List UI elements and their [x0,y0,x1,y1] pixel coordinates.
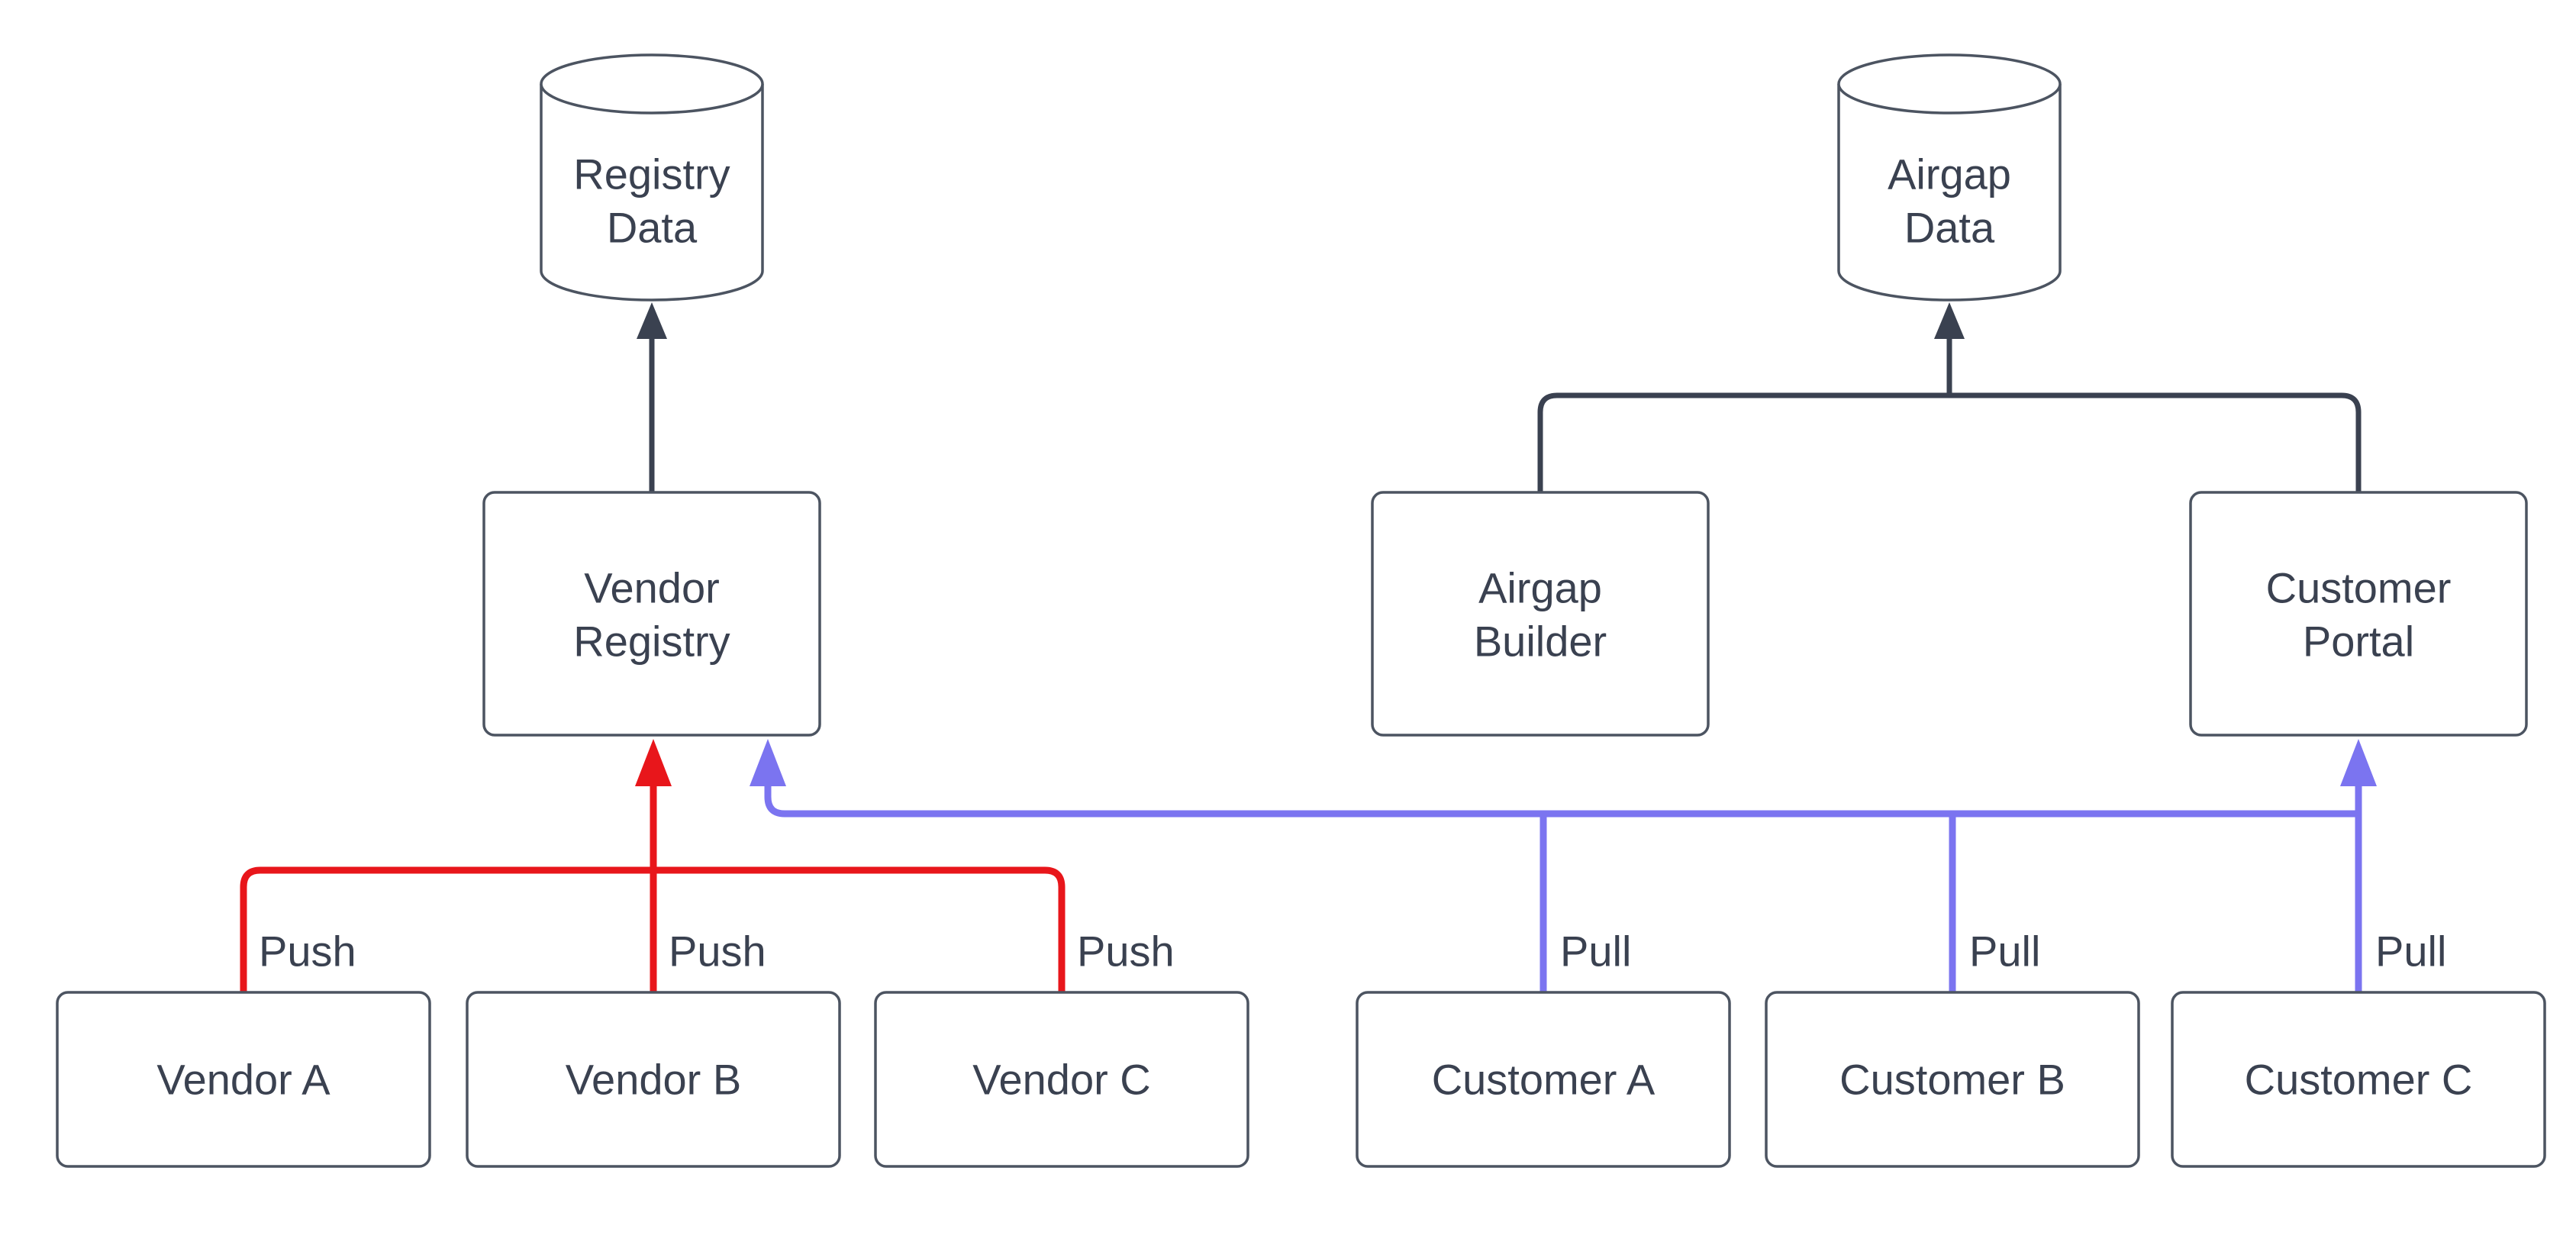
cylinder-body [1837,84,2062,302]
node-label-line: Airgap [1888,150,2011,198]
edge-builders-to-airgap-data [1537,302,2362,492]
node-label-line: Builder [1474,618,1607,666]
edge-push-tree [240,739,1066,992]
node-box [466,991,841,1168]
node-label-line: Registry [573,618,730,666]
node-label: Customer A [1432,1056,1656,1104]
edge-line [1537,392,2362,492]
node-airgap-data[interactable]: Airgap Data [1837,53,2062,302]
edge-line [764,785,2358,818]
arrowhead-up-icon [1934,302,1965,339]
edge-label-push-vendor-a: Push [259,927,356,976]
node-box [1356,991,1731,1168]
node-label-line: Data [607,204,698,252]
cylinder-top [1837,53,2062,115]
arrowhead-up-icon [635,739,672,786]
edge-label-push-vendor-c: Push [1077,927,1175,976]
node-box [2189,491,2528,737]
arrowhead-up-icon [637,302,667,339]
node-box [2171,991,2546,1168]
node-vendor-b[interactable]: Vendor B [466,991,841,1168]
node-customer-c[interactable]: Customer C [2171,991,2546,1168]
node-box [1765,991,2140,1168]
node-label-line: Customer [2266,564,2452,612]
node-box [56,991,431,1168]
node-label-line: Airgap [1478,564,1602,612]
node-box [482,491,821,737]
node-label-line: Vendor [584,564,720,612]
node-label-line: Data [1904,204,1995,252]
arrowhead-up-icon [2340,739,2377,786]
cylinder-body [540,84,764,302]
node-vendor-registry[interactable]: Vendor Registry [482,491,821,737]
edge-vendor-registry-to-registry-data [637,302,667,492]
node-registry-data[interactable]: Registry Data [540,53,764,302]
node-vendor-c[interactable]: Vendor C [874,991,1249,1168]
node-customer-a[interactable]: Customer A [1356,991,1731,1168]
node-label-line: Portal [2303,618,2414,666]
node-airgap-builder[interactable]: Airgap Builder [1371,491,1710,737]
node-label: Vendor A [156,1056,330,1104]
edge-label-pull-customer-b: Pull [1969,927,2040,976]
node-customer-b[interactable]: Customer B [1765,991,2140,1168]
node-box [874,991,1249,1168]
edge-label-pull-customer-a: Pull [1560,927,1631,976]
arrowhead-up-icon [750,739,786,786]
node-vendor-a[interactable]: Vendor A [56,991,431,1168]
node-label: Vendor C [972,1056,1151,1104]
node-label: Customer C [2245,1056,2473,1104]
edge-pull-tree [750,739,2377,992]
node-box [1371,491,1710,737]
edge-label-push-vendor-b: Push [669,927,766,976]
node-label-line: Registry [573,150,730,198]
node-label: Customer B [1839,1056,2065,1104]
node-customer-portal[interactable]: Customer Portal [2189,491,2528,737]
node-label: Vendor B [566,1056,741,1104]
edge-label-pull-customer-c: Pull [2375,927,2446,976]
cylinder-top [540,53,764,115]
